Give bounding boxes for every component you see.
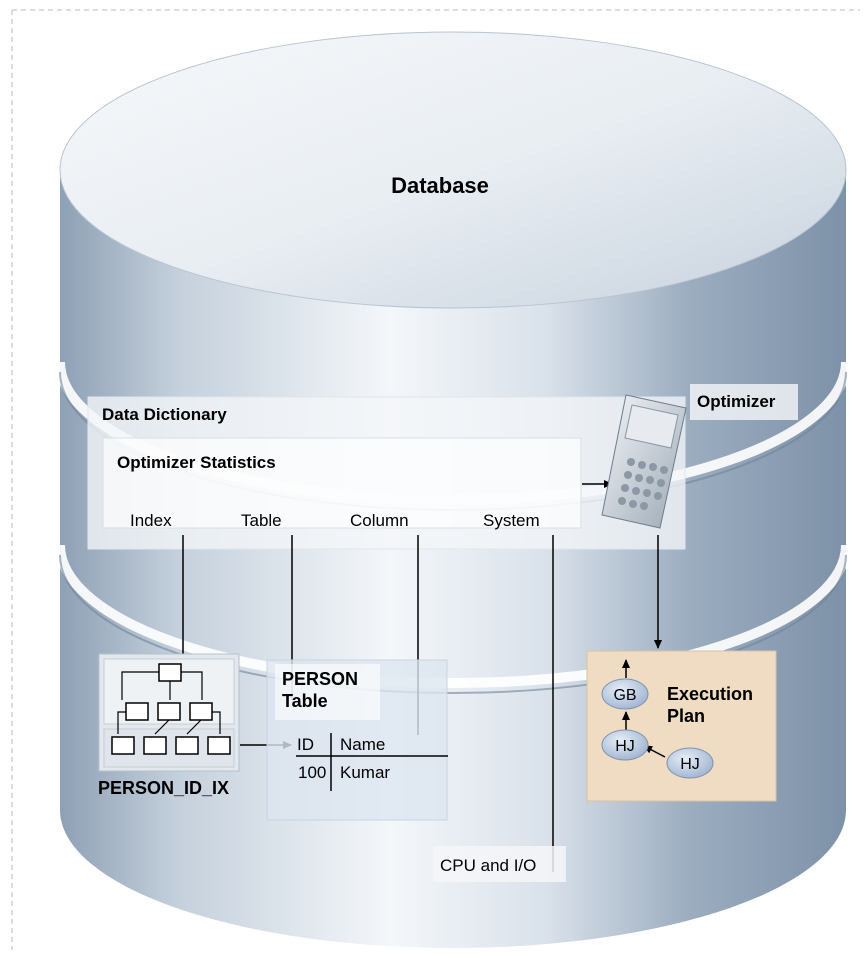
plan-node-gb-label: GB (613, 687, 636, 704)
index-label: PERSON_ID_IX (98, 778, 229, 798)
person-id-index (98, 653, 240, 772)
cylinder-band-lower (55, 544, 851, 688)
optimizer-label-bg (690, 384, 798, 420)
optimizer-statistics-box (102, 437, 582, 529)
cpu-io-label: CPU and I/O (440, 856, 536, 875)
database-title: Database (391, 173, 489, 198)
column-id: ID (297, 735, 314, 754)
plan-node-hj-1 (601, 729, 649, 761)
person-table-title-2: Table (282, 691, 328, 711)
calculator-icon (601, 394, 687, 529)
cylinder-top (59, 31, 847, 309)
person-table: PERSON Table ID Name 100 Kumar (266, 659, 448, 821)
plan-node-hj-1-label: HJ (615, 738, 635, 755)
cell-name-value: Kumar (340, 763, 390, 782)
execution-plan-title-1: Execution (667, 684, 753, 704)
plan-node-hj-2 (666, 747, 714, 779)
person-table-title-1: PERSON (282, 669, 358, 689)
stat-column-label: Column (350, 511, 409, 530)
frame-border (11, 9, 860, 950)
data-dictionary-box: Data Dictionary Optimizer Statistics Ind… (87, 396, 686, 550)
cell-id-value: 100 (298, 763, 326, 782)
column-name: Name (340, 735, 385, 754)
optimizer-statistics-title: Optimizer Statistics (117, 453, 276, 472)
stat-index-label: Index (130, 511, 172, 530)
plan-node-gb (601, 678, 649, 710)
stat-system-label: System (483, 511, 540, 530)
btree-icon (111, 663, 231, 755)
plan-node-hj-2-label: HJ (680, 756, 700, 773)
cpu-io-label-bg (433, 846, 566, 882)
data-dictionary-title: Data Dictionary (102, 405, 227, 424)
execution-plan-title-2: Plan (667, 706, 705, 726)
optimizer-label: Optimizer (697, 392, 776, 411)
execution-plan: Execution Plan GB HJ HJ (586, 650, 777, 802)
stat-table-label: Table (241, 511, 282, 530)
